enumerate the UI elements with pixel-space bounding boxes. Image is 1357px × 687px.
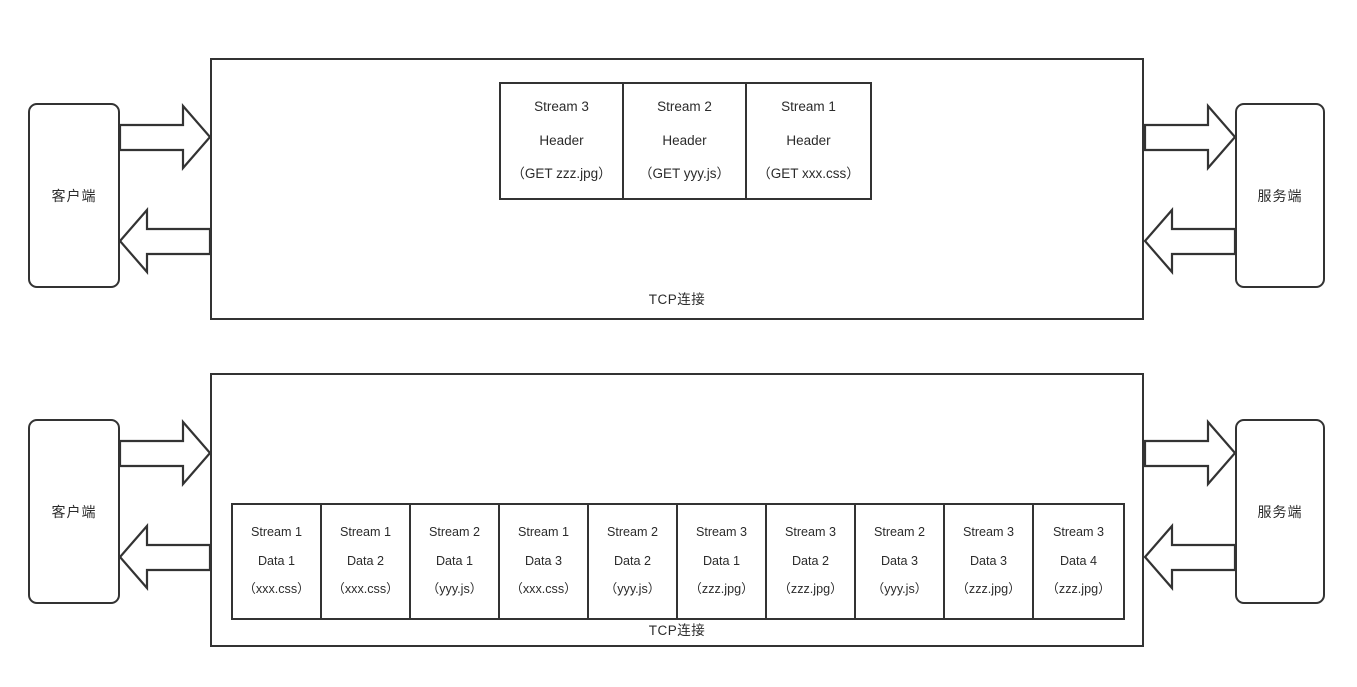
- data-frame-7[interactable]: Stream 3 Data 2 （zzz.jpg）: [767, 505, 856, 618]
- frame-resource-label: （xxx.css）: [510, 582, 577, 597]
- frame-stream-label: Stream 2: [657, 98, 712, 114]
- header-frame-stream-1[interactable]: Stream 1 Header （GET xxx.css）: [747, 84, 870, 198]
- frame-kind-label: Data 1: [702, 553, 741, 568]
- frame-stream-label: Stream 2: [873, 524, 926, 539]
- frame-stream-label: Stream 3: [1052, 524, 1105, 539]
- frame-resource-label: （zzz.jpg）: [778, 582, 843, 597]
- arrow-client-to-connection-bottom: [118, 419, 212, 487]
- tcp-connection-label-response: TCP连接: [648, 623, 706, 638]
- client-box-response[interactable]: 客户端: [28, 419, 120, 604]
- server-box-response[interactable]: 服务端: [1235, 419, 1325, 604]
- frame-resource-label: （yyy.js）: [604, 582, 661, 597]
- frame-kind-label: Data 2: [613, 553, 652, 568]
- frame-kind-label: Data 1: [435, 553, 474, 568]
- arrow-connection-to-client-top: [118, 207, 212, 275]
- arrow-client-to-connection-top: [118, 103, 212, 171]
- frame-kind-label: Header: [786, 132, 831, 148]
- frame-resource-label: （xxx.css）: [243, 582, 310, 597]
- arrow-connection-to-server-top: [1143, 103, 1237, 171]
- frame-kind-label: Data 3: [524, 553, 563, 568]
- data-frames-strip: Stream 1 Data 1 （xxx.css） Stream 1 Data …: [231, 503, 1125, 620]
- arrow-connection-to-server-bottom: [1143, 419, 1237, 487]
- frame-stream-label: Stream 1: [781, 98, 836, 114]
- header-frame-stream-3[interactable]: Stream 3 Header （GET zzz.jpg）: [501, 84, 624, 198]
- frame-resource-label: （yyy.js）: [871, 582, 928, 597]
- header-frames-strip: Stream 3 Header （GET zzz.jpg） Stream 2 H…: [499, 82, 872, 200]
- frame-stream-label: Stream 2: [606, 524, 659, 539]
- frame-stream-label: Stream 3: [695, 524, 748, 539]
- frame-resource-label: （GET xxx.css）: [757, 166, 860, 182]
- frame-stream-label: Stream 1: [250, 524, 303, 539]
- frame-kind-label: Header: [539, 132, 584, 148]
- data-frame-4[interactable]: Stream 1 Data 3 （xxx.css）: [500, 505, 589, 618]
- frame-kind-label: Header: [662, 132, 707, 148]
- frame-resource-label: （xxx.css）: [332, 582, 399, 597]
- data-frame-2[interactable]: Stream 1 Data 2 （xxx.css）: [322, 505, 411, 618]
- frame-kind-label: Data 2: [791, 553, 830, 568]
- frame-stream-label: Stream 1: [517, 524, 570, 539]
- data-frame-3[interactable]: Stream 2 Data 1 （yyy.js）: [411, 505, 500, 618]
- server-box-request[interactable]: 服务端: [1235, 103, 1325, 288]
- frame-resource-label: （zzz.jpg）: [956, 582, 1021, 597]
- frame-stream-label: Stream 2: [428, 524, 481, 539]
- frame-kind-label: Data 4: [1059, 553, 1098, 568]
- arrow-connection-to-client-bottom: [118, 523, 212, 591]
- arrow-server-to-connection-top: [1143, 207, 1237, 275]
- frame-resource-label: （GET zzz.jpg）: [511, 166, 612, 182]
- data-frame-1[interactable]: Stream 1 Data 1 （xxx.css）: [233, 505, 322, 618]
- frame-resource-label: （zzz.jpg）: [1046, 582, 1111, 597]
- frame-stream-label: Stream 3: [534, 98, 589, 114]
- frame-kind-label: Data 2: [346, 553, 385, 568]
- frame-resource-label: （yyy.js）: [426, 582, 483, 597]
- data-frame-10[interactable]: Stream 3 Data 4 （zzz.jpg）: [1034, 505, 1123, 618]
- client-box-request[interactable]: 客户端: [28, 103, 120, 288]
- frame-stream-label: Stream 3: [784, 524, 837, 539]
- frame-kind-label: Data 3: [880, 553, 919, 568]
- data-frame-5[interactable]: Stream 2 Data 2 （yyy.js）: [589, 505, 678, 618]
- data-frame-9[interactable]: Stream 3 Data 3 （zzz.jpg）: [945, 505, 1034, 618]
- header-frame-stream-2[interactable]: Stream 2 Header （GET yyy.js）: [624, 84, 747, 198]
- frame-kind-label: Data 3: [969, 553, 1008, 568]
- frame-kind-label: Data 1: [257, 553, 296, 568]
- frame-stream-label: Stream 1: [339, 524, 392, 539]
- data-frame-8[interactable]: Stream 2 Data 3 （yyy.js）: [856, 505, 945, 618]
- frame-resource-label: （zzz.jpg）: [689, 582, 754, 597]
- arrow-server-to-connection-bottom: [1143, 523, 1237, 591]
- frame-stream-label: Stream 3: [962, 524, 1015, 539]
- data-frame-6[interactable]: Stream 3 Data 1 （zzz.jpg）: [678, 505, 767, 618]
- frame-resource-label: （GET yyy.js）: [638, 166, 730, 182]
- tcp-connection-label-request: TCP连接: [648, 292, 706, 307]
